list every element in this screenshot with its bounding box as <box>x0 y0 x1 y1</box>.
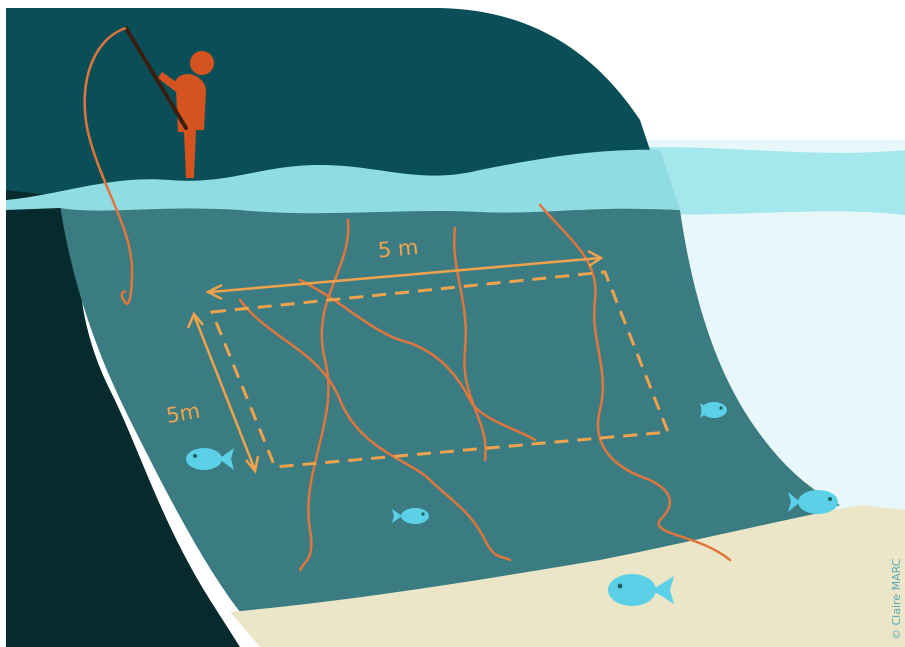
top-dimension-label: 5 m <box>377 235 419 262</box>
image-credit: © Claire MARC <box>890 558 903 640</box>
